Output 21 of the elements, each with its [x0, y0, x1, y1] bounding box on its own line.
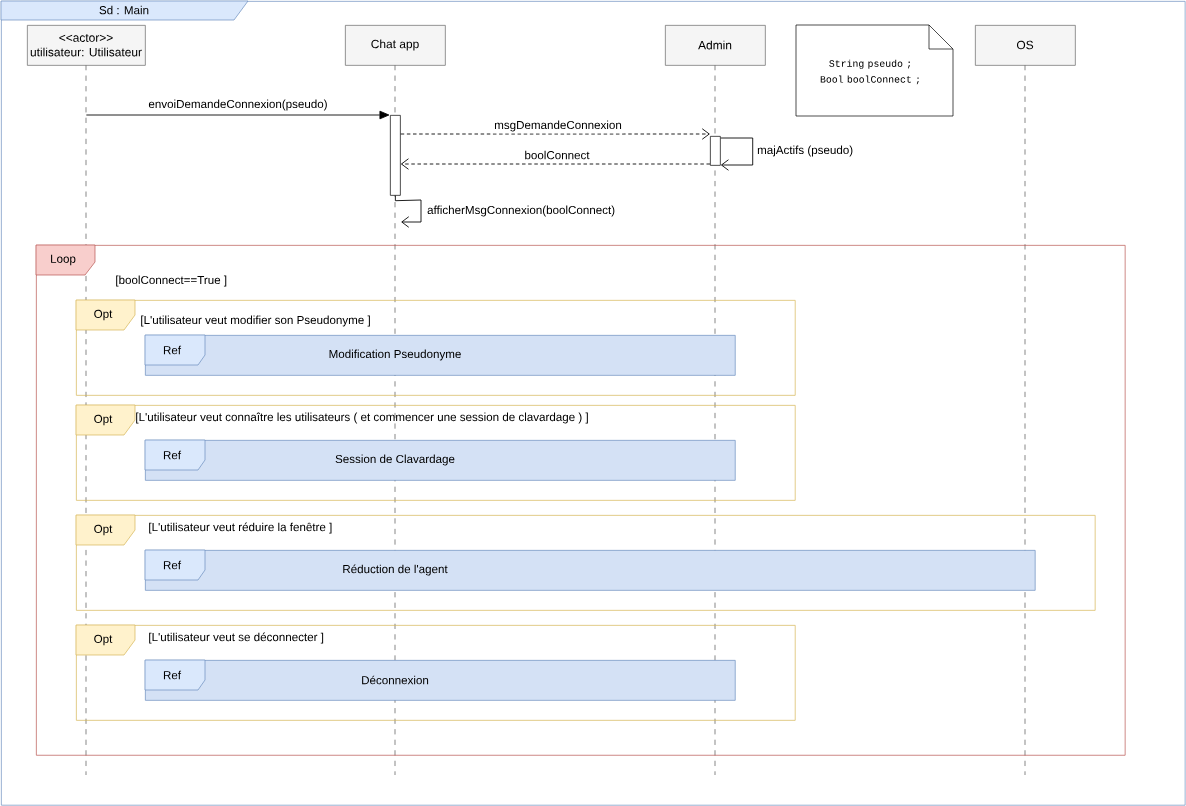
message-label: envoiDemandeConnexion(pseudo) — [146, 97, 330, 113]
participant-box: Admin — [665, 25, 766, 66]
participant-box: <<actor>> utilisateur: Utilisateur — [27, 25, 146, 66]
ref-fragment: Ref Session de Clavardage — [144, 439, 736, 481]
message-arrow — [720, 137, 754, 171]
participant-box: Chat app — [345, 25, 446, 66]
activation-bar — [710, 136, 721, 166]
ref-fragment: Ref Réduction de l'agent — [144, 549, 1036, 591]
note: String pseudo ; Bool boolConnect ; — [795, 24, 954, 117]
message-label: msgDemandeConnexion — [492, 118, 624, 134]
message-label: majActifs (pseudo) — [755, 143, 855, 159]
activation-bar — [390, 115, 401, 196]
ref-fragment: Ref Modification Pseudonyme — [144, 334, 736, 376]
message-label: boolConnect — [522, 149, 592, 161]
ref-fragment: Ref Déconnexion — [144, 659, 736, 701]
message-arrow — [400, 128, 710, 140]
message-arrow — [85, 110, 390, 120]
message-label: afficherMsgConnexion(boolConnect) — [425, 203, 617, 219]
message-arrow — [401, 158, 711, 170]
participant-box: OS — [975, 25, 1076, 66]
message-arrow — [394, 195, 422, 228]
